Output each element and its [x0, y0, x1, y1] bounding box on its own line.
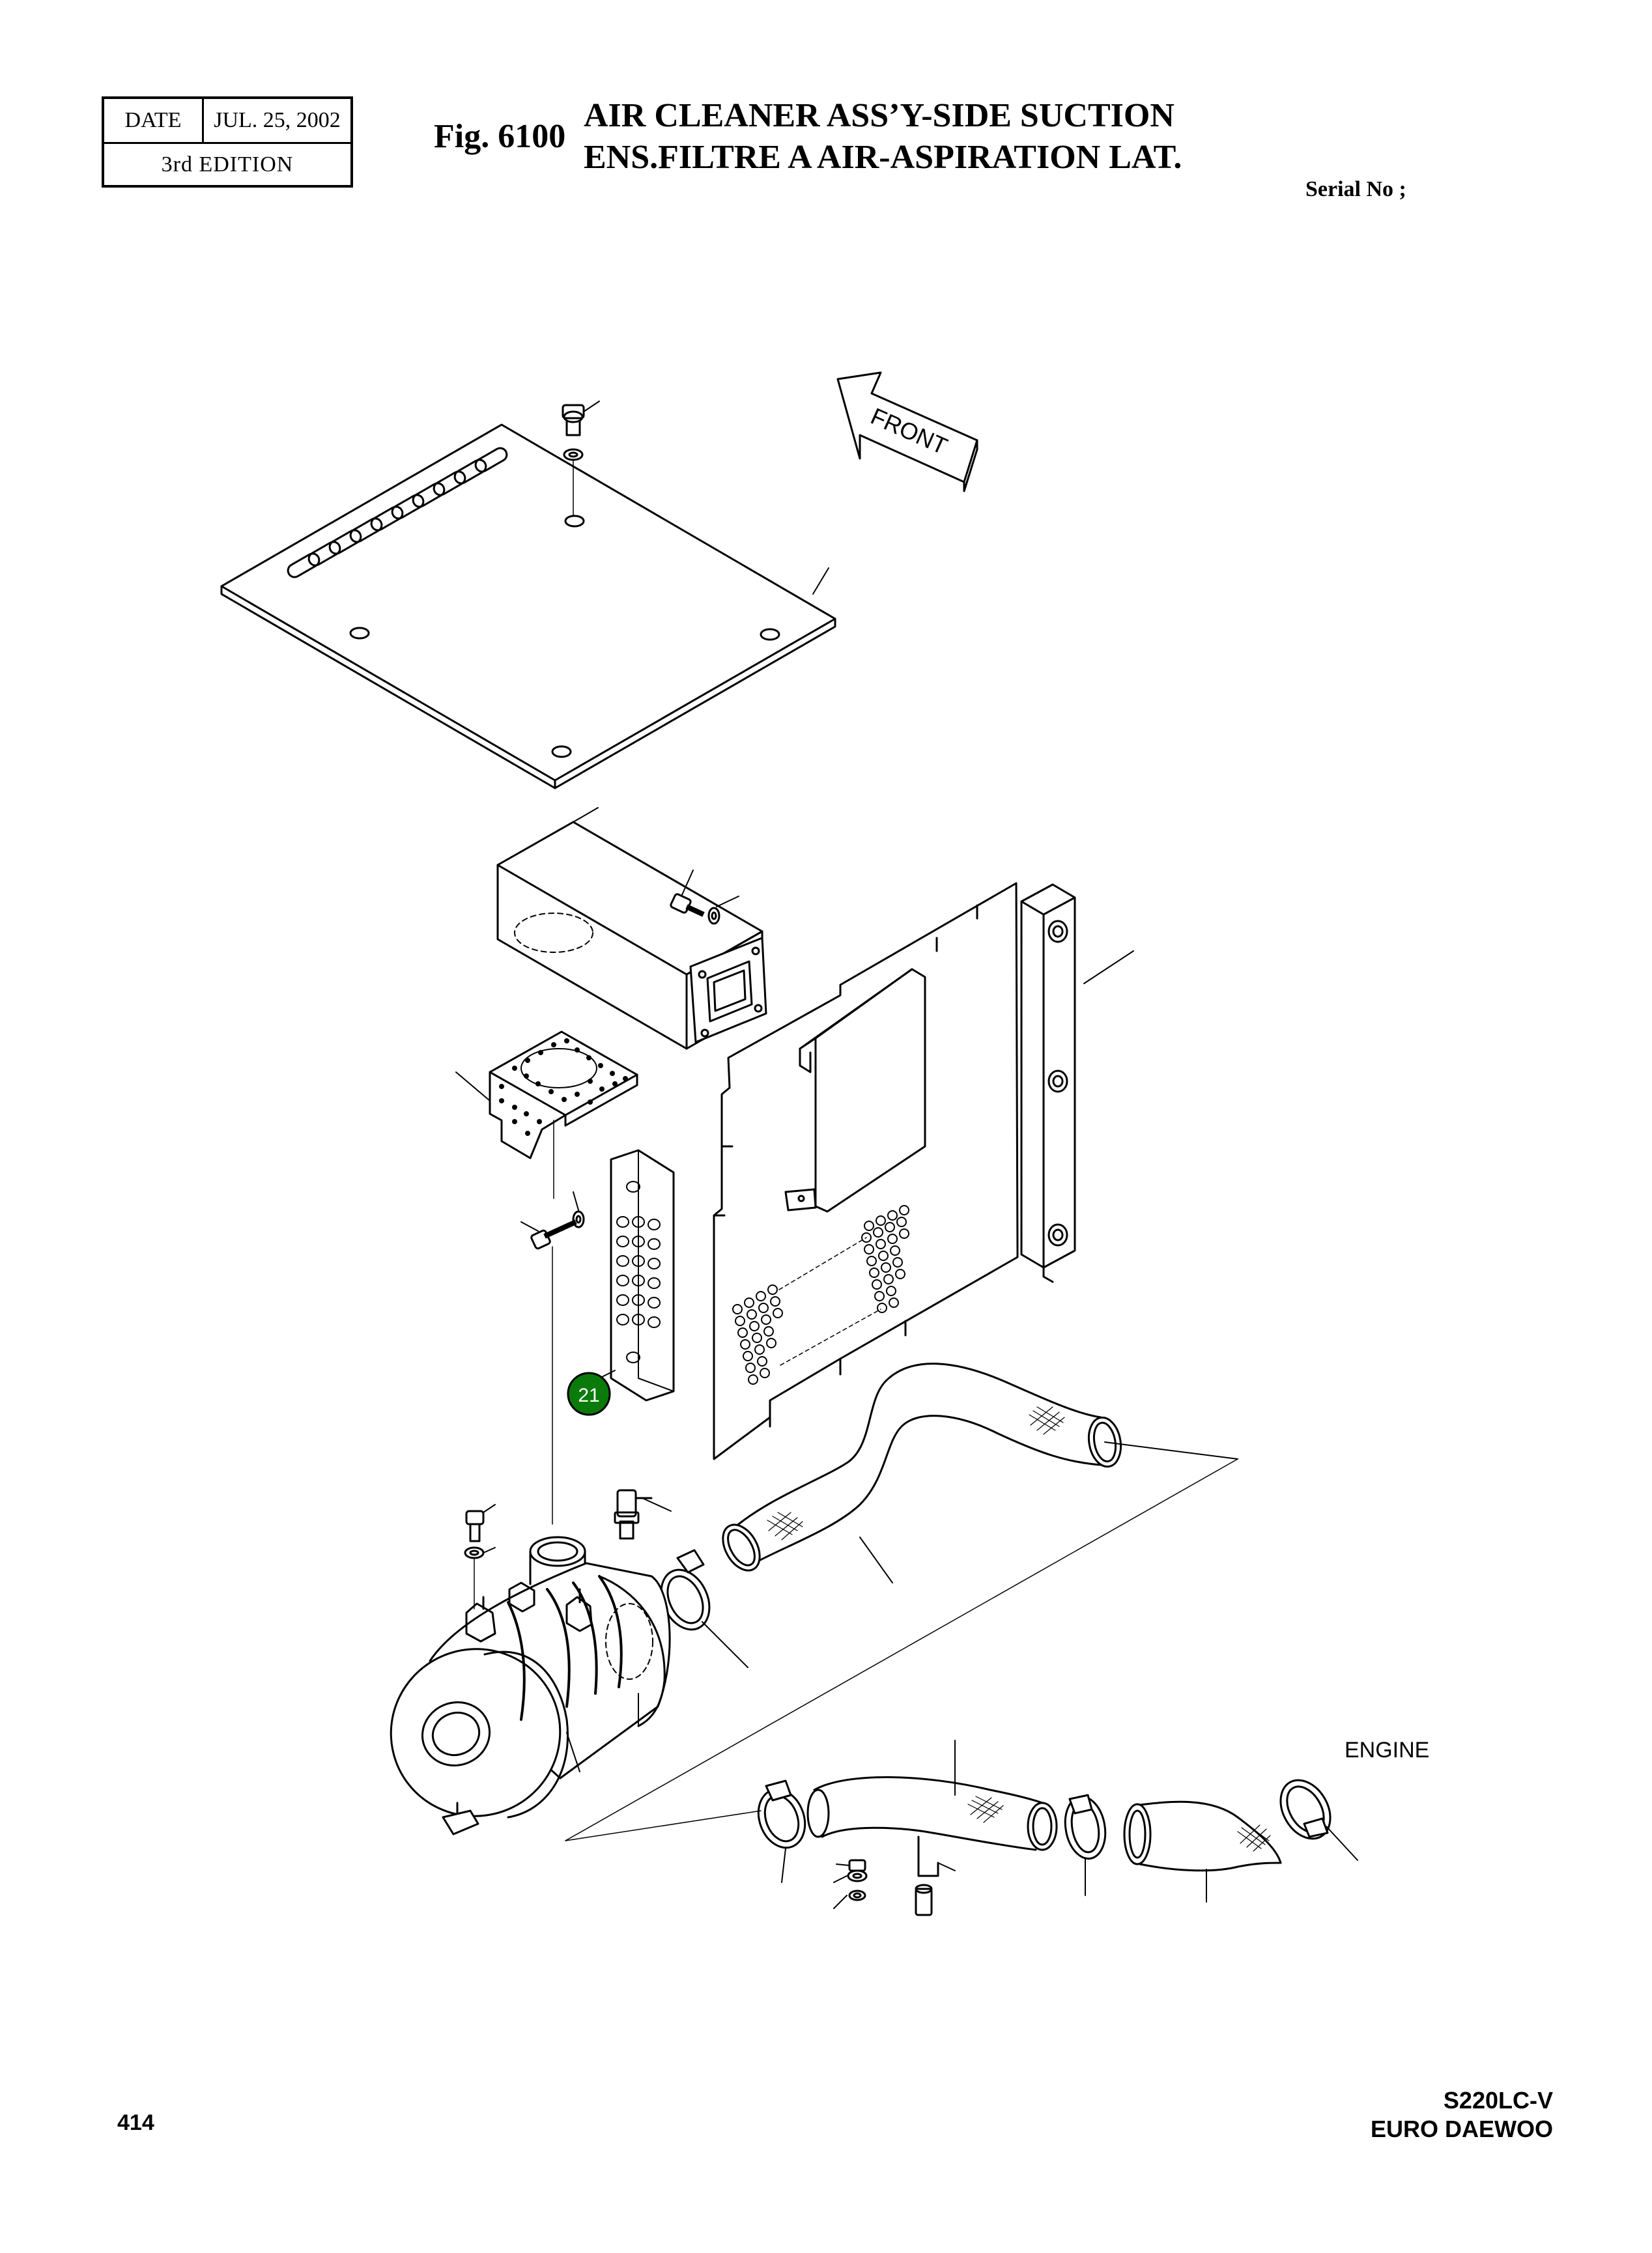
serial-number-label: Serial No ; [1305, 177, 1406, 201]
date-edition-box: DATE JUL. 25, 2002 3rd EDITION [102, 96, 353, 188]
lower-bracket-hardware [833, 1859, 933, 1916]
lower-hose-right-clamp [1279, 1779, 1358, 1861]
callout-21-label: 21 [578, 1385, 599, 1406]
lower-hose-left-clamp [757, 1779, 806, 1883]
engine-label: ENGINE [1345, 1738, 1429, 1763]
air-cleaner-bolt [464, 1504, 496, 1609]
restriction-indicator [614, 1489, 672, 1540]
date-label: DATE [104, 99, 204, 142]
side-panel [713, 882, 1019, 1460]
edition-label: 3rd EDITION [161, 152, 294, 177]
date-row: DATE JUL. 25, 2002 [104, 99, 350, 144]
brand-name: EURO DAEWOO [1370, 2116, 1553, 2142]
side-channel-bracket [1020, 883, 1134, 1283]
engine-side-elbow-hose [1123, 1800, 1282, 1903]
front-direction-arrow: FRONT [836, 371, 978, 492]
panel-mesh-lower [732, 1284, 783, 1385]
hose-crosshatch-lower-2 [1237, 1823, 1271, 1852]
reference-lines [565, 1458, 1238, 1841]
perforated-cover-plate [610, 1149, 675, 1402]
model-name: S220LC-V [1443, 2087, 1553, 2114]
lower-intermediate-pipe [806, 1740, 1058, 1877]
figure-number: Fig. 6100 [434, 118, 566, 155]
bracket-bolt [520, 1191, 585, 1525]
lower-hose-mid-clamp [1064, 1794, 1107, 1896]
hose-crosshatch-upper [767, 1406, 1065, 1540]
duct-bolt [670, 870, 739, 925]
upper-intake-hose [722, 1363, 1238, 1583]
panel-mesh-upper [861, 1205, 909, 1313]
hose-crosshatch-lower-1 [967, 1796, 1004, 1823]
page-title-french: ENS.FILTRE A AIR-ASPIRATION LAT. [584, 139, 1182, 176]
cover-bolt [562, 401, 600, 517]
cover-louvers [287, 447, 508, 578]
callout-21: 21 [567, 1370, 616, 1416]
bracket-dots [499, 1038, 628, 1136]
air-cleaner-assembly [390, 1536, 671, 1835]
top-cover-plate [220, 423, 836, 789]
page-title-english: AIR CLEANER ASS’Y-SIDE SUCTION [584, 97, 1175, 134]
date-value: JUL. 25, 2002 [214, 108, 341, 132]
page-number: 414 [117, 2110, 154, 2135]
intake-duct [496, 807, 767, 1050]
perforated-bracket [455, 1030, 638, 1199]
plate-holes [616, 1181, 661, 1363]
